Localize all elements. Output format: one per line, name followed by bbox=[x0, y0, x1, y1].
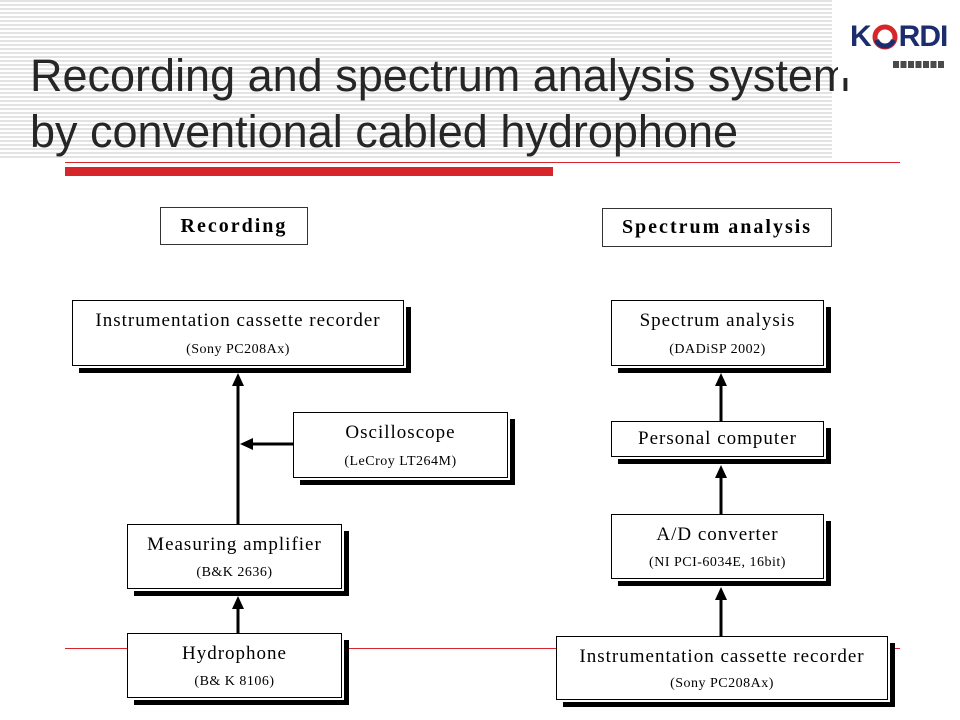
arrow-oscilloscope-to-signal-line bbox=[240, 438, 293, 450]
node-analysis-cassette-recorder: Instrumentation cassette recorder (Sony … bbox=[556, 636, 888, 700]
heading-recording: Recording bbox=[160, 207, 308, 245]
node-model: (B& K 8106) bbox=[194, 674, 275, 689]
node-model: (LeCroy LT264M) bbox=[344, 454, 457, 469]
node-model: (B&K 2636) bbox=[196, 565, 273, 580]
title-underline-thin bbox=[65, 162, 900, 163]
arrow-converter-to-computer bbox=[715, 465, 727, 514]
logo-subtitle bbox=[893, 61, 944, 68]
node-label: Personal computer bbox=[638, 428, 797, 449]
arrow-hydrophone-to-amplifier bbox=[232, 596, 244, 633]
logo-wordmark: K RDI bbox=[850, 20, 949, 54]
node-label: Oscilloscope bbox=[345, 422, 456, 443]
arrow-computer-to-spectrum-analysis bbox=[715, 373, 727, 421]
node-ad-converter: A/D converter (NI PCI-6034E, 16bit) bbox=[611, 514, 824, 579]
arrow-amplifier-to-recorder bbox=[232, 373, 244, 524]
node-measuring-amplifier: Measuring amplifier (B&K 2636) bbox=[127, 524, 342, 589]
node-model: (NI PCI-6034E, 16bit) bbox=[649, 555, 786, 570]
node-label: Instrumentation cassette recorder bbox=[579, 646, 865, 667]
node-hydrophone: Hydrophone (B& K 8106) bbox=[127, 633, 342, 698]
arrow-recorder-to-converter bbox=[715, 587, 727, 636]
slide-title-line-1: Recording and spectrum analysis system bbox=[30, 50, 851, 101]
logo-letters-left: K bbox=[850, 20, 872, 53]
heading-spectrum-analysis: Spectrum analysis bbox=[602, 208, 832, 247]
node-personal-computer: Personal computer bbox=[611, 421, 824, 457]
striped-title-background bbox=[0, 0, 832, 158]
slide-title-line-2: by conventional cabled hydrophone bbox=[30, 106, 739, 157]
node-oscilloscope: Oscilloscope (LeCroy LT264M) bbox=[293, 412, 508, 478]
node-label: Hydrophone bbox=[182, 643, 287, 664]
node-label: Spectrum analysis bbox=[639, 310, 796, 331]
logo-letters-right: RDI bbox=[898, 20, 949, 53]
node-model: (DADiSP 2002) bbox=[669, 342, 766, 357]
slide-title: Recording and spectrum analysis system b… bbox=[30, 48, 850, 160]
node-spectrum-analysis-software: Spectrum analysis (DADiSP 2002) bbox=[611, 300, 824, 366]
node-model: (Sony PC208Ax) bbox=[186, 342, 290, 357]
node-model: (Sony PC208Ax) bbox=[670, 676, 774, 691]
logo-emblem-icon bbox=[872, 24, 898, 50]
bottom-rule bbox=[65, 648, 900, 649]
node-label: Instrumentation cassette recorder bbox=[95, 310, 381, 331]
node-recording-cassette-recorder: Instrumentation cassette recorder (Sony … bbox=[72, 300, 404, 366]
node-label: Measuring amplifier bbox=[147, 534, 322, 555]
node-label: A/D converter bbox=[656, 524, 779, 545]
title-underline-thick bbox=[65, 167, 553, 176]
kordi-logo: K RDI bbox=[838, 6, 956, 78]
